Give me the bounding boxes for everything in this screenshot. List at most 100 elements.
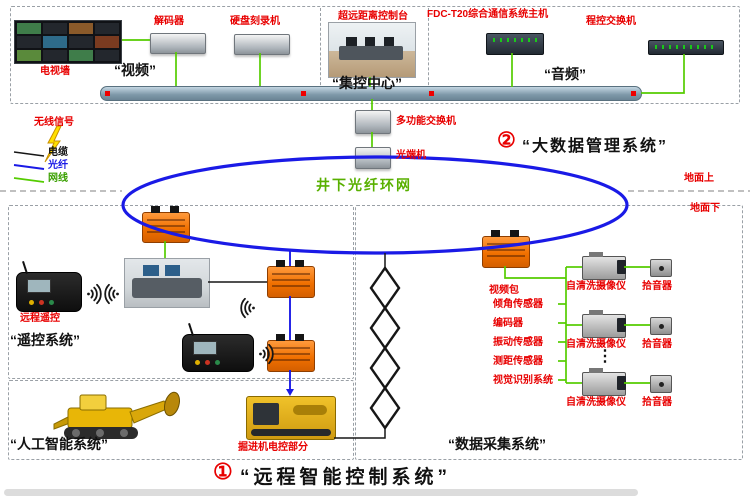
operator-console-screen [143, 264, 159, 277]
audio-section-label: “音频” [544, 66, 586, 82]
bottom-system-label: “远程智能控制系统” [240, 467, 452, 488]
tv-cell [95, 49, 119, 61]
daq-system-box [355, 205, 743, 460]
backbone-bus [100, 86, 642, 101]
bottom-number: ① [213, 459, 233, 484]
tv-wall-image [14, 20, 122, 64]
tv-cell [17, 23, 41, 35]
tv-cell [43, 49, 67, 61]
self-cleaning-camera-1 [582, 252, 626, 280]
operator-console-screen [165, 264, 181, 277]
pbx-switch-device [648, 40, 724, 55]
machine-control-part-image [246, 396, 336, 440]
pickup-device-2 [650, 317, 672, 335]
track [251, 429, 331, 436]
hydraulic-cylinder [293, 405, 327, 415]
bus-port-marker [301, 91, 306, 96]
tv-cell [95, 36, 119, 48]
remote-buttons [29, 300, 34, 305]
horizontal-scrollbar[interactable] [4, 489, 638, 496]
pickup-label-1: 拾音器 [642, 281, 672, 292]
tv-cell [95, 23, 119, 35]
decoder-device [150, 33, 206, 54]
tv-cell [69, 49, 93, 61]
sensor-label-encoder: 编码器 [493, 318, 523, 329]
tv-cell [17, 49, 41, 61]
comm-host-label: FDC-T20综合通信系统主机 [427, 9, 549, 20]
tv-cell [69, 36, 93, 48]
video-section-label: “视频” [114, 62, 156, 78]
optical-terminal-label: 光端机 [396, 150, 426, 161]
remote-controller-1 [16, 272, 82, 312]
ai-system-label: “人工智能系统” [10, 436, 108, 452]
decoder-label: 解码器 [154, 16, 184, 27]
bus-port-marker [105, 91, 110, 96]
self-cleaning-camera-2 [582, 310, 626, 338]
substation-c [267, 334, 315, 372]
recorder-label: 硬盘刻录机 [230, 16, 280, 27]
video-pack-label: 视频包 [489, 285, 519, 296]
optical-terminal-device [355, 147, 391, 169]
fiber-legend-label: 光纤 [48, 160, 68, 171]
substation-a [142, 206, 190, 243]
sensor-label-vibration: 振动传感器 [493, 337, 543, 348]
comm-system-host-device [486, 33, 544, 55]
pickup-label-3: 拾音器 [642, 397, 672, 408]
console-label: 超远距离控制台 [338, 11, 408, 22]
hdd-recorder-device [234, 34, 290, 55]
console-monitor [365, 37, 376, 46]
console-monitor [346, 37, 357, 46]
pickup-label-2: 拾音器 [642, 339, 672, 350]
roadheader-image [52, 382, 192, 444]
daq-system-label: “数据采集系统” [448, 436, 546, 452]
tv-cell [43, 36, 67, 48]
pbx-label: 程控交换机 [586, 16, 636, 27]
bigdata-system-label: “大数据管理系统” [522, 138, 669, 155]
sensor-label-ranging: 测距传感器 [493, 356, 543, 367]
pickup-device-3 [650, 375, 672, 393]
console-monitor [384, 37, 395, 46]
control-console-photo [328, 22, 416, 78]
sensor-label-vision: 视觉识别系统 [493, 375, 553, 386]
control-center-label: “集控中心” [332, 75, 402, 91]
bigdata-number: ② [497, 129, 516, 152]
tv-cell [43, 23, 67, 35]
camera-label-3: 自清洗摄像仪 [566, 397, 626, 408]
operator-console-image [124, 258, 210, 308]
ground-divider-1 [320, 8, 321, 100]
remote-screen [27, 279, 51, 293]
ground-section-box [10, 6, 740, 104]
remote-control-label: 远程遥控 [20, 313, 60, 324]
machine-part-label: 掘进机电控部分 [238, 442, 308, 453]
multi-switch-label: 多功能交换机 [396, 116, 456, 127]
roadheader-drawing [53, 391, 180, 439]
ethernet-legend-label: 网线 [48, 173, 68, 184]
camera-label-2: 自清洗摄像仪 [566, 339, 626, 350]
ellipsis-dots: ⋮ [597, 348, 613, 365]
tv-cell [69, 23, 93, 35]
pickup-device-1 [650, 259, 672, 277]
pbx-ports [655, 45, 717, 49]
tv-cell [17, 36, 41, 48]
bus-port-marker [429, 91, 434, 96]
sensor-label-tilt: 倾角传感器 [493, 299, 543, 310]
multifunction-switch-device [355, 110, 391, 134]
substation-d [482, 230, 530, 268]
tv-wall-label: 电视墙 [40, 66, 70, 77]
console-desk [339, 45, 403, 60]
self-cleaning-camera-3 [582, 368, 626, 396]
below-ground-label: 地面下 [690, 203, 720, 214]
ground-divider-2 [428, 8, 429, 100]
substation-b [267, 260, 315, 298]
host-leds [493, 38, 537, 42]
above-ground-label: 地面上 [684, 173, 714, 184]
bus-port-marker [631, 91, 636, 96]
ai-system-box [8, 380, 354, 460]
wireless-signal-label: 无线信号 [34, 117, 74, 128]
camera-label-1: 自清洗摄像仪 [566, 281, 626, 292]
remote-controller-2 [182, 334, 254, 372]
remote-buttons [195, 360, 200, 365]
operator-console-body [131, 278, 203, 299]
remote-system-label: “遥控系统” [10, 332, 80, 348]
